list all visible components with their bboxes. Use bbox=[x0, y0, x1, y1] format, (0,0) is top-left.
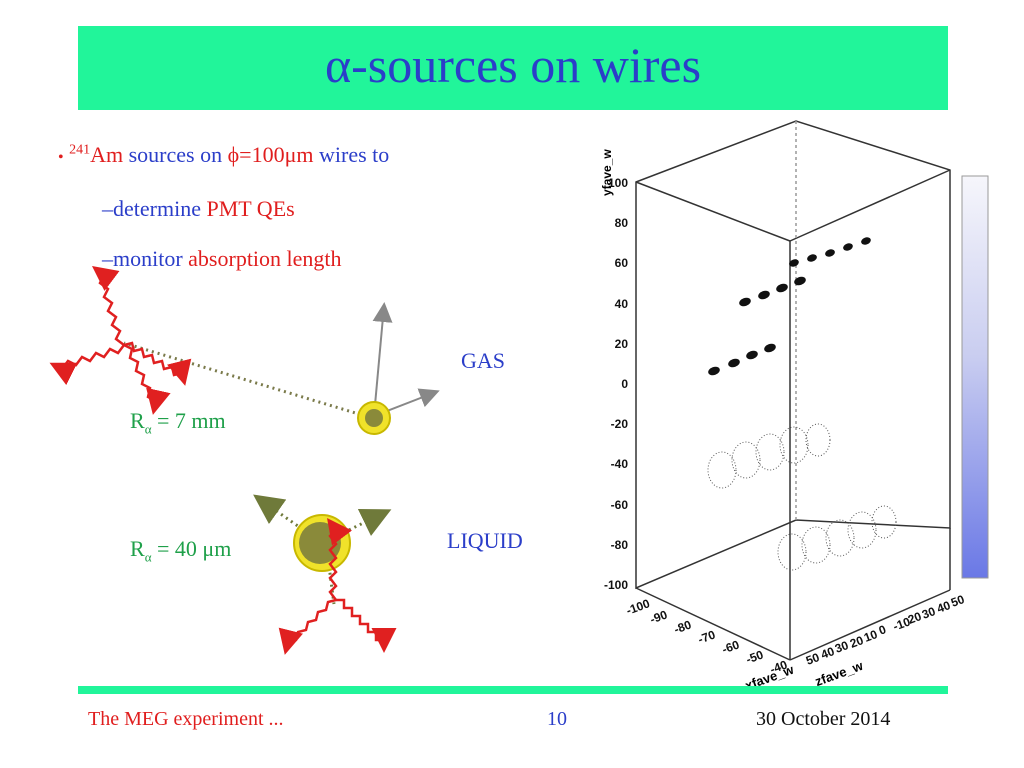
wire-core-gas bbox=[365, 409, 383, 427]
photon-liquid-right bbox=[336, 598, 397, 653]
plot-edge-2 bbox=[789, 169, 951, 242]
y-tick-label: -20 bbox=[610, 417, 628, 432]
gas-label: GAS bbox=[461, 348, 506, 373]
slide-title: α-sources on wires bbox=[324, 37, 702, 93]
y-tick-label: 80 bbox=[614, 216, 628, 231]
range-gas-value: = 7 mm bbox=[151, 408, 226, 433]
photon-liquid-left bbox=[278, 598, 337, 655]
bullet-text-1: sources on bbox=[123, 142, 228, 167]
olive-track-down bbox=[324, 542, 336, 605]
pmt-qe-label: PMT QEs bbox=[206, 196, 295, 221]
title-bar: α-sources on wires bbox=[78, 26, 948, 110]
alpha-track-gas bbox=[123, 341, 373, 420]
range-liquid-symbol: R bbox=[130, 536, 145, 561]
y-tick-label: 0 bbox=[621, 377, 628, 391]
y-tick-label: 100 bbox=[607, 176, 628, 190]
photon-gas-3 bbox=[123, 343, 171, 415]
photon-gas-1 bbox=[92, 266, 125, 346]
footer-rule bbox=[78, 686, 948, 694]
range-liquid-value: = 40 μm bbox=[151, 536, 232, 561]
colour-scale bbox=[961, 175, 989, 579]
sub-item-determine-text: –determine bbox=[102, 196, 207, 221]
isotope-mass: 241 bbox=[69, 142, 91, 158]
plot-edge-1 bbox=[635, 181, 791, 242]
wire-diameter: ϕ=100μm bbox=[227, 142, 314, 167]
photon-gas-2 bbox=[49, 344, 125, 386]
y-axis-label: yfave_w bbox=[600, 149, 614, 196]
plot-rings bbox=[707, 423, 897, 571]
liquid-diagram bbox=[253, 494, 397, 655]
plot-points bbox=[708, 237, 871, 376]
range-gas-label: Rα = 7 mm bbox=[130, 408, 226, 437]
y-tick-label: 40 bbox=[614, 296, 628, 311]
y-tick-label: 60 bbox=[614, 256, 628, 271]
bullet-text-2: wires to bbox=[313, 142, 390, 167]
range-gas-subscript: α bbox=[144, 421, 152, 437]
y-tick-label: -80 bbox=[610, 537, 628, 552]
y-tick-label: -40 bbox=[610, 457, 628, 472]
plot-edge-4 bbox=[635, 587, 791, 661]
footer-date: 30 October 2014 bbox=[756, 708, 891, 730]
photon-liquid-up bbox=[327, 518, 352, 601]
range-liquid-label: Rα = 40 μm bbox=[130, 536, 231, 565]
page-number: 10 bbox=[547, 708, 567, 730]
liquid-label: LIQUID bbox=[447, 528, 523, 553]
photon-gas-4 bbox=[123, 341, 192, 386]
gas-diagram bbox=[49, 266, 440, 435]
bullet-main: • 241Am sources on ϕ=100μm wires to bbox=[58, 142, 389, 168]
range-liquid-subscript: α bbox=[144, 549, 152, 565]
y-tick-label: -100 bbox=[603, 578, 628, 592]
sub-item-determine: –determine PMT QEs bbox=[102, 196, 295, 222]
footer-left: The MEG experiment ... bbox=[88, 708, 284, 730]
range-gas-symbol: R bbox=[130, 408, 145, 433]
y-tick-label: 20 bbox=[614, 336, 628, 351]
plot-3d bbox=[635, 120, 951, 661]
absorption-length-label: absorption length bbox=[188, 246, 342, 271]
gray-arrow-up bbox=[372, 302, 393, 417]
bullet-marker: • bbox=[58, 149, 64, 166]
plot-edge-5 bbox=[789, 589, 951, 661]
y-tick-label: -60 bbox=[610, 497, 628, 512]
isotope-name: Am bbox=[90, 142, 124, 167]
